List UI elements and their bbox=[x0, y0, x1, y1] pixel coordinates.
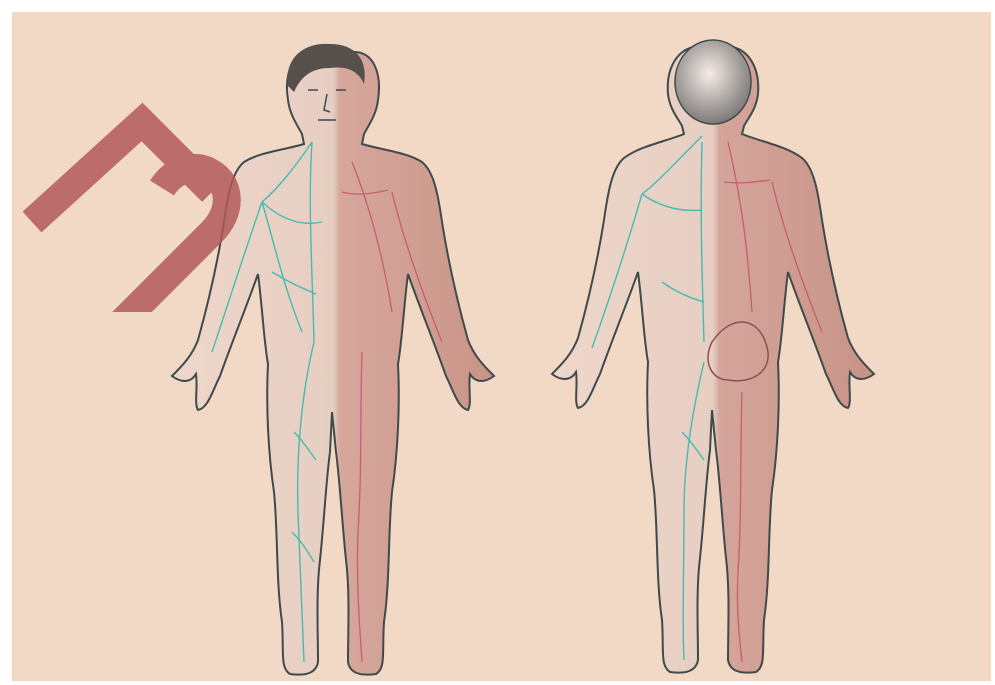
back-body bbox=[552, 46, 874, 673]
back-figure bbox=[552, 40, 874, 673]
watermark-logo bbox=[12, 12, 252, 312]
paper-background bbox=[12, 12, 991, 681]
back-head bbox=[675, 40, 751, 124]
